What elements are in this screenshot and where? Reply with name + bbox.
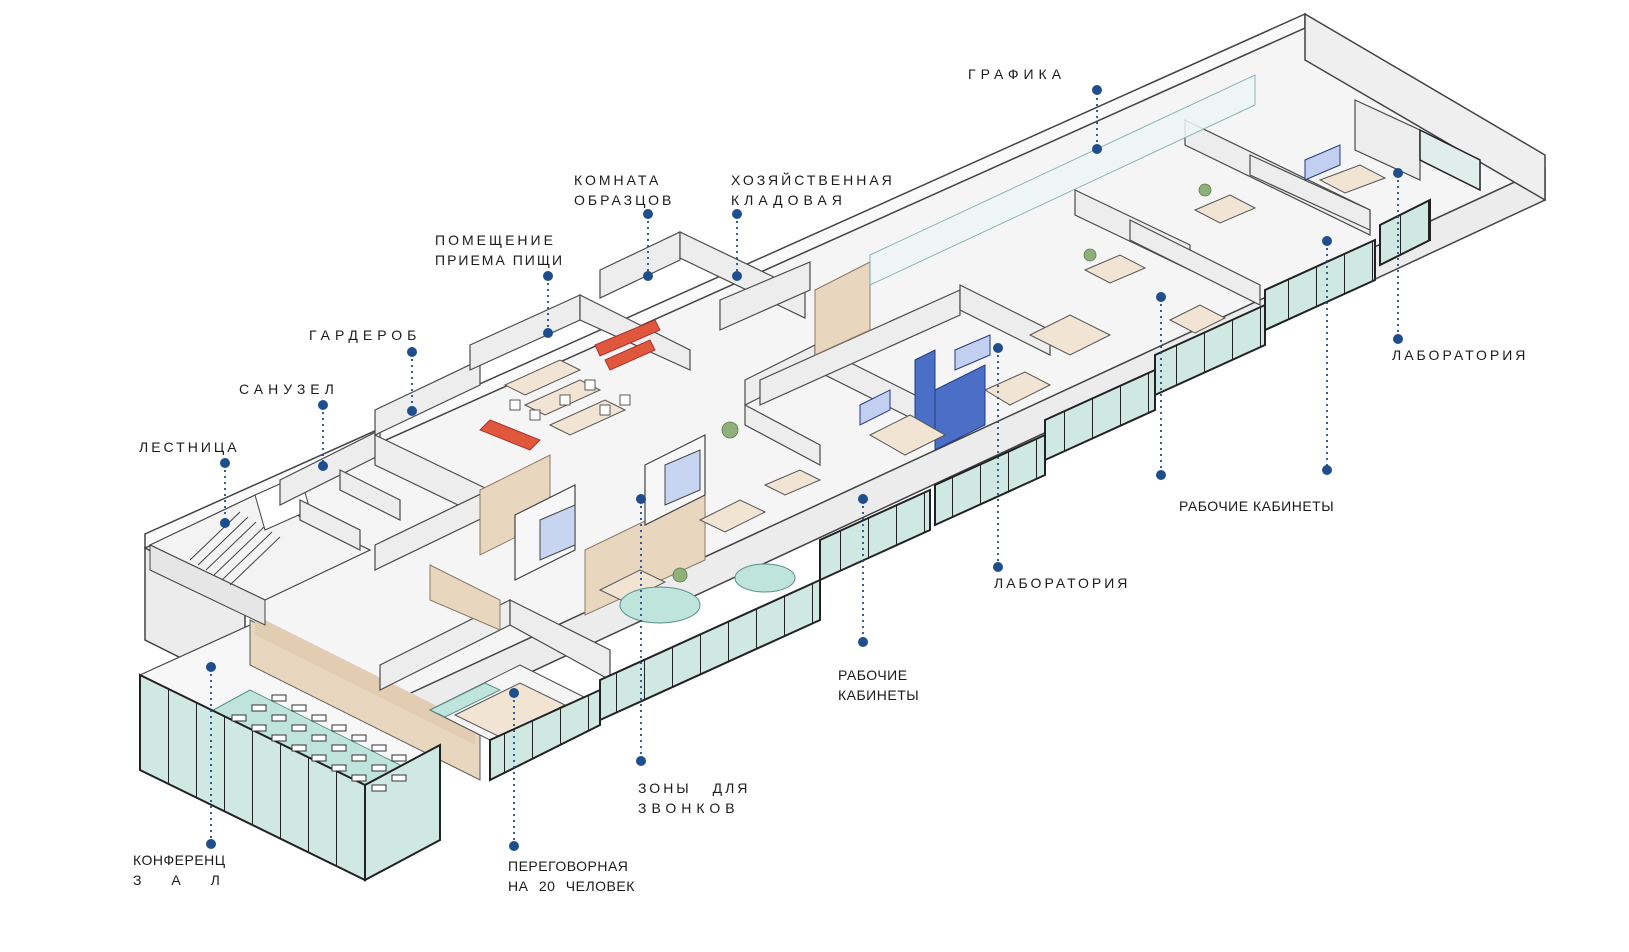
dot-rabochie-right-1-top [1156,292,1166,302]
plants [672,183,1212,583]
label-komnata-obraztsov: КОМНАТА ОБРАЗЦОВ [574,170,674,210]
dot-lab-center-top [993,343,1003,353]
conference-hall [138,615,481,882]
dot-komnata-top [643,209,653,219]
glass-corridor-wall [869,74,1256,286]
dot-lab-center-bottom [993,562,1003,572]
dot-lestnitsa-bottom [220,518,230,528]
label-komnata-line2: ОБРАЗЦОВ [574,192,675,208]
dot-komnata-bottom [643,271,653,281]
front-glazing [599,128,1481,722]
label-komnata-line1: КОМНАТА [574,172,662,188]
label-konferents-line2: З А Л [133,872,226,888]
label-zony-line1: ЗОНЫ ДЛЯ [638,780,751,796]
label-pomeshchenie-priema-pishchi: ПОМЕЩЕНИЕ ПРИЕМА ПИЩИ [435,230,564,270]
dot-rabochie-right-2-bottom [1322,465,1332,475]
dot-peregovornaya-bottom [509,841,519,851]
conference-seats [231,694,407,792]
dot-lab-right-top [1393,168,1403,178]
label-sanuzel: САНУЗЕЛ [239,381,339,397]
label-rabochie-kabinety-center: РАБОЧИЕ КАБИНЕТЫ [838,665,919,705]
label-khoz-line2: КЛАДОВАЯ [731,192,847,208]
lunch-room-furniture [479,319,661,451]
dot-khoz-bottom [732,271,742,281]
label-lestnitsa: ЛЕСТНИЦА [139,439,240,455]
dot-rabochie-center-top [858,494,868,504]
phone-booths [514,434,706,581]
dot-sanuzel-top [318,400,328,410]
label-zony-line2: ЗВОНКОВ [638,800,740,816]
leader-lines [210,92,1399,845]
dot-konferents-bottom [206,839,216,849]
dot-lestnitsa-top [220,458,230,468]
label-zony-dlya-zvonkov: ЗОНЫ ДЛЯ ЗВОНКОВ [638,778,750,818]
label-laboratoriya-right: ЛАБОРАТОРИЯ [1392,347,1529,363]
negotiation-room [428,664,602,782]
dot-konferents-top [206,662,216,672]
dot-garderob-bottom [407,406,417,416]
label-pomeshchenie-line2: ПРИЕМА ПИЩИ [435,252,565,268]
dot-grafika-top [1092,85,1102,95]
dot-sanuzel-bottom [318,461,328,471]
dot-peregovornaya-top [509,688,519,698]
dot-garderob-top [407,347,417,357]
label-peregovornaya-line1: ПЕРЕГОВОРНАЯ [508,858,629,874]
desks [598,164,1387,603]
label-laboratoriya-center: ЛАБОРАТОРИЯ [994,575,1131,591]
dot-zony-top [636,494,646,504]
label-rabochie-line2: КАБИНЕТЫ [838,687,920,703]
label-konferents-line1: КОНФЕРЕНЦ [133,852,226,868]
label-peregovornaya: ПЕРЕГОВОРНАЯ НА 20 ЧЕЛОВЕК [508,856,635,896]
label-khoz-line1: ХОЗЯЙСТВЕННАЯ [731,172,895,188]
label-peregovornaya-line2: НА 20 ЧЕЛОВЕК [508,878,635,894]
lab-blue-shelves [859,144,1341,451]
label-khoz-kladovaya: ХОЗЯЙСТВЕННАЯ КЛАДОВАЯ [731,170,895,210]
label-konferents-zal: КОНФЕРЕНЦ З А Л [133,850,226,890]
label-rabochie-line1: РАБОЧИЕ [838,667,908,683]
leader-dots [206,85,1403,851]
dot-lab-right-bottom [1393,334,1403,344]
dot-khoz-top [732,209,742,219]
teal-floor-accents [619,563,796,624]
label-rabochie-kabinety-right: РАБОЧИЕ КАБИНЕТЫ [1179,498,1335,514]
label-pomeshchenie-line1: ПОМЕЩЕНИЕ [435,232,556,248]
dot-pomeshchenie-top [543,271,553,281]
dot-rabochie-right-2-top [1322,236,1332,246]
dot-rabochie-right-1-bottom [1156,470,1166,480]
dot-pomeshchenie-bottom [543,328,553,338]
dot-grafika-bottom [1092,144,1102,154]
label-grafika: ГРАФИКА [968,66,1067,82]
dot-zony-bottom [636,756,646,766]
dot-rabochie-center-bottom [858,637,868,647]
label-garderob: ГАРДЕРОБ [309,327,422,343]
